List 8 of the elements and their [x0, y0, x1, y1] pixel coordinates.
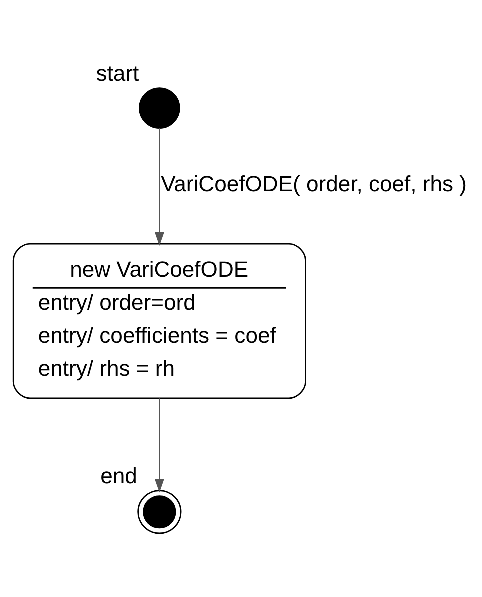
- node-circle: [139, 88, 180, 129]
- arrow: [154, 128, 165, 246]
- node-bullseye: [138, 490, 182, 534]
- node-label: end: [100, 464, 138, 489]
- node-label: start: [96, 61, 140, 86]
- edge-label: VariCoefODE( order, coef, rhs ): [161, 171, 467, 196]
- arrow: [154, 398, 165, 493]
- node-box: new VariCoefODE entry/ order=ord entry/ coefficients = coef entry/ rhs = rh: [12, 243, 306, 400]
